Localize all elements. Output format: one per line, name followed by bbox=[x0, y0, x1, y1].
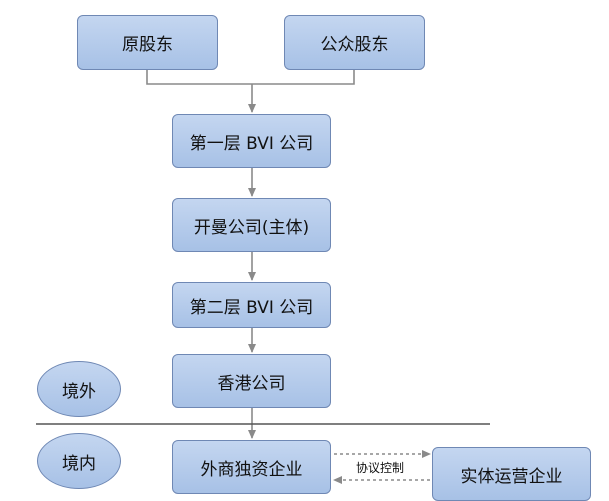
connector-public-shareholders bbox=[252, 70, 355, 85]
node-operating-entity: 实体运营企业 bbox=[432, 447, 591, 501]
node-second-bvi: 第二层 BVI 公司 bbox=[172, 282, 331, 328]
node-public-shareholders: 公众股东 bbox=[284, 15, 425, 70]
region-onshore: 境内 bbox=[37, 433, 121, 489]
node-hk-company: 香港公司 bbox=[172, 354, 331, 408]
node-original-shareholders: 原股东 bbox=[77, 15, 218, 70]
connector-original-shareholders bbox=[146, 70, 252, 85]
edge-label-contract-control: 协议控制 bbox=[354, 459, 407, 476]
node-cayman: 开曼公司(主体) bbox=[172, 198, 331, 252]
node-wfoe: 外商独资企业 bbox=[172, 440, 331, 494]
region-offshore: 境外 bbox=[37, 361, 121, 417]
node-first-bvi: 第一层 BVI 公司 bbox=[172, 114, 331, 168]
